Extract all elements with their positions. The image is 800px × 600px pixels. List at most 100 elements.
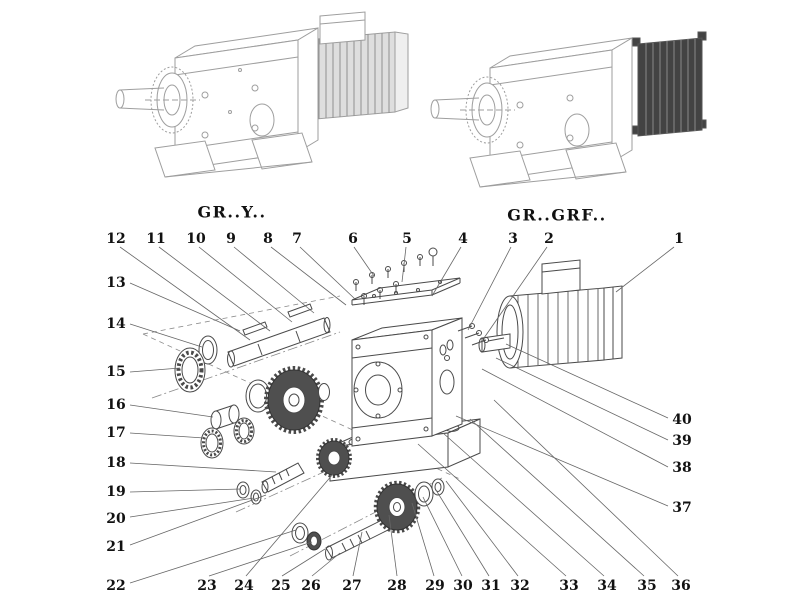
leader-line-21 — [129, 494, 267, 546]
gr-grf-feet — [469, 142, 627, 188]
leader-line-7 — [299, 246, 356, 300]
callout-15: 15 — [106, 364, 126, 380]
leader-line-9 — [233, 246, 315, 314]
retaining-ring — [291, 522, 309, 544]
callout-32: 32 — [510, 578, 530, 594]
leader-line-28 — [388, 514, 398, 577]
callout-3: 3 — [508, 231, 518, 247]
callout-10: 10 — [186, 231, 206, 247]
callout-27: 27 — [342, 578, 362, 594]
gr-y-motor — [304, 11, 409, 121]
callout-24: 24 — [234, 578, 254, 594]
callout-16: 16 — [106, 397, 126, 413]
callout-12: 12 — [106, 231, 126, 247]
callout-23: 23 — [197, 578, 217, 594]
callout-22: 22 — [106, 578, 126, 594]
leader-line-10 — [198, 246, 293, 323]
output-shaft-assembly — [174, 303, 331, 393]
leader-line-35 — [469, 418, 645, 577]
callout-18: 18 — [106, 455, 126, 471]
callout-8: 8 — [263, 231, 273, 247]
callout-38: 38 — [672, 460, 692, 476]
leader-line-14 — [129, 323, 203, 348]
callout-13: 13 — [106, 275, 126, 291]
output-shaft — [227, 317, 331, 367]
leader-line-18 — [129, 462, 277, 473]
figure-gr-grf-art — [430, 31, 707, 188]
callout-7: 7 — [292, 231, 302, 247]
callout-4: 4 — [458, 231, 468, 247]
callout-19: 19 — [106, 484, 126, 500]
gear-cluster — [200, 366, 352, 505]
leader-line-1 — [615, 246, 675, 293]
pinion-shaft — [261, 462, 305, 494]
callout-28: 28 — [387, 578, 407, 594]
callout-17: 17 — [106, 425, 126, 441]
callout-2: 2 — [544, 231, 554, 247]
housing-body — [351, 317, 463, 447]
callout-39: 39 — [672, 433, 692, 449]
exploded-view-art — [142, 247, 623, 561]
large-gear — [264, 366, 324, 434]
motor — [478, 259, 623, 369]
roller-bearing — [174, 347, 206, 393]
leader-line-31 — [435, 489, 490, 577]
bottom-bearing — [431, 478, 445, 496]
leader-line-38 — [481, 368, 669, 468]
gr-grf-cover — [631, 31, 707, 137]
leader-lines-layer — [119, 246, 679, 584]
ball-bearing-2 — [233, 417, 255, 445]
callout-31: 31 — [481, 578, 501, 594]
leader-line-30 — [422, 496, 463, 577]
bottom-gear — [373, 480, 421, 534]
gr-grf-output-shaft — [430, 76, 515, 144]
shaft-key-1 — [242, 321, 268, 336]
leader-line-37 — [455, 415, 669, 507]
leader-line-26 — [311, 552, 341, 577]
figure-gr-y-art — [115, 11, 409, 178]
callout-5: 5 — [402, 231, 412, 247]
callout-1: 1 — [674, 231, 684, 247]
shaft-key-2 — [287, 303, 313, 318]
callout-36: 36 — [671, 578, 691, 594]
leader-line-17 — [129, 432, 205, 439]
figure-label-gr-y: GR..Y.. — [197, 202, 267, 222]
callout-11: 11 — [146, 231, 166, 247]
dark-ring — [306, 531, 322, 551]
leader-line-16 — [129, 404, 214, 418]
callout-26: 26 — [301, 578, 321, 594]
gr-y-feet — [154, 132, 313, 178]
leader-line-33 — [417, 443, 567, 577]
leader-line-19 — [129, 488, 242, 493]
leader-line-20 — [129, 497, 255, 518]
leader-line-13 — [129, 282, 241, 332]
figure-label-gr-grf: GR..GRF.. — [507, 205, 607, 225]
motor-flange — [496, 295, 524, 369]
callout-33: 33 — [559, 578, 579, 594]
callout-9: 9 — [226, 231, 236, 247]
leader-line-32 — [445, 480, 519, 577]
leader-line-15 — [129, 367, 181, 373]
callout-30: 30 — [453, 578, 473, 594]
callout-21: 21 — [106, 539, 126, 555]
motor-fasteners — [439, 323, 489, 356]
leader-line-40 — [505, 343, 669, 419]
gr-y-output-shaft — [115, 66, 200, 134]
callout-20: 20 — [106, 511, 126, 527]
bottom-shaft-assembly — [291, 478, 445, 561]
oil-seal — [198, 335, 218, 365]
leader-line-5 — [401, 246, 407, 283]
callout-14: 14 — [106, 316, 126, 332]
leader-line-2 — [483, 246, 548, 339]
leader-line-24 — [245, 473, 334, 577]
motor-terminal-box — [541, 259, 581, 295]
washer-1 — [236, 481, 250, 499]
ball-bearing-1 — [200, 427, 224, 459]
callout-29: 29 — [425, 578, 445, 594]
leader-line-6 — [353, 246, 375, 277]
callout-35: 35 — [637, 578, 657, 594]
leader-line-22 — [129, 529, 297, 584]
housing-cover-plate — [351, 277, 461, 306]
